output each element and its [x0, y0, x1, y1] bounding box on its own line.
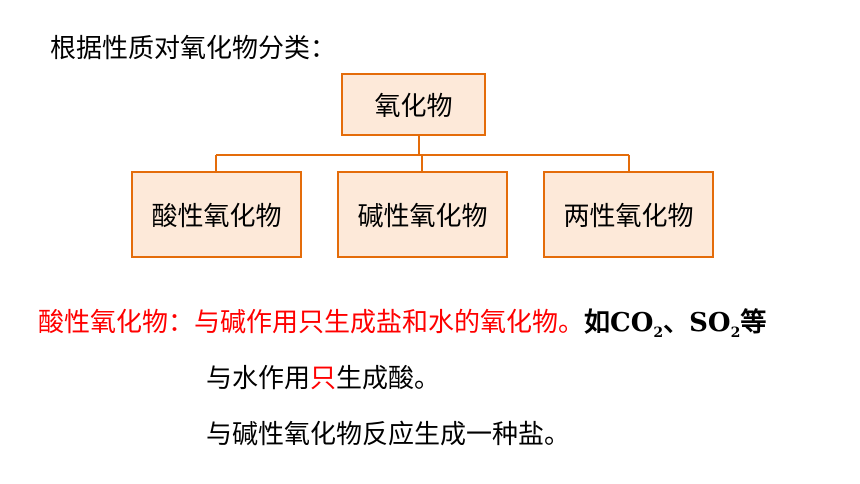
tree-node-basic-oxides: 碱性氧化物: [337, 171, 508, 258]
tree-node-label: 碱性氧化物: [357, 202, 488, 232]
definition-examples: 如CO2、SO2等: [584, 308, 767, 342]
example-prefix: 如CO: [584, 308, 654, 338]
tree-node-label: 两性氧化物: [563, 202, 694, 232]
tree-node-label: 酸性氧化物: [151, 202, 282, 232]
property-line-1: 与水作用只生成酸。: [206, 358, 440, 395]
slide-title: 根据性质对氧化物分类：: [50, 34, 337, 64]
example-separator: 、SO: [663, 308, 731, 338]
example-subscript-1: 2: [653, 325, 664, 342]
property-1-highlight: 只: [310, 364, 337, 394]
property-1-after: 生成酸。: [336, 364, 441, 394]
tree-root-oxides: 氧化物: [341, 73, 486, 136]
property-line-2: 与碱性氧化物反应生成一种盐。: [206, 420, 571, 450]
tree-root-label: 氧化物: [374, 92, 453, 122]
definition-term: 酸性氧化物：: [38, 308, 195, 338]
example-suffix: 等: [740, 308, 767, 338]
tree-node-acidic-oxides: 酸性氧化物: [131, 171, 302, 258]
property-1-before: 与水作用: [206, 364, 311, 394]
tree-node-amphoteric-oxides: 两性氧化物: [543, 171, 714, 258]
example-subscript-2: 2: [730, 325, 741, 342]
definition-line: 酸性氧化物：与碱作用只生成盐和水的氧化物。如CO2、SO2等: [38, 302, 766, 341]
definition-text: 与碱作用只生成盐和水的氧化物。: [194, 308, 585, 338]
